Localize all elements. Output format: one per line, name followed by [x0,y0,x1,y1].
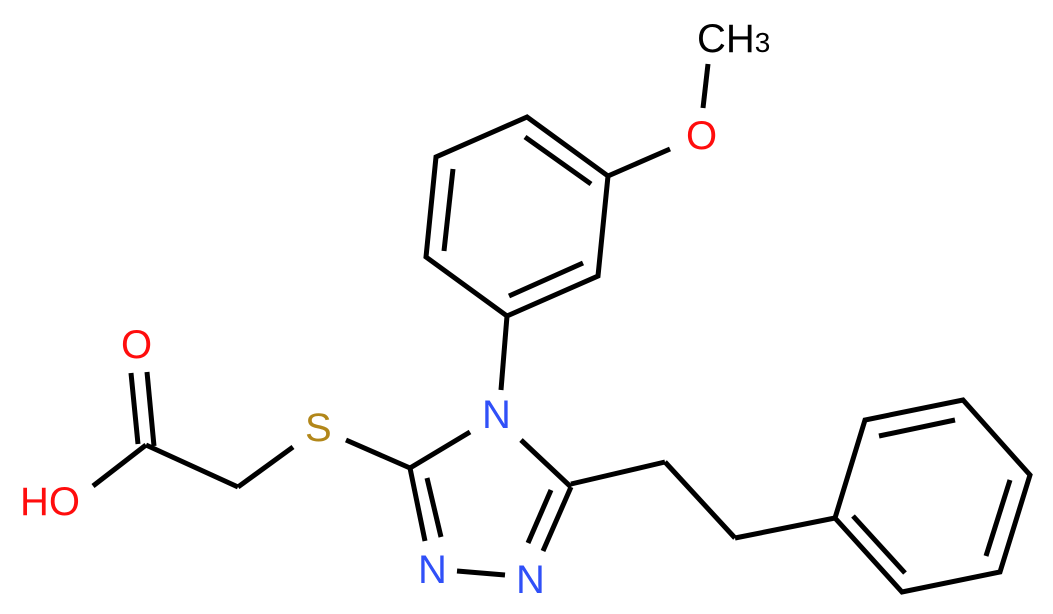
bond-c5-ch2 [570,459,666,487]
bond-n2-n1 [456,568,506,578]
bond-n4-c3 [408,429,472,471]
ring-methoxyphenyl [423,114,611,319]
atom-n1: N [516,558,545,602]
bond-ch2-phenyl [734,515,836,541]
atom-methyl: CH3 [697,17,770,61]
bonds [91,63,1033,595]
ring1-double-c [507,260,585,299]
bond-c5-n4 [519,438,573,489]
atom-hydroxyl: HO [20,480,80,524]
ring1-double-a [523,134,593,187]
bond-ring-n4 [498,315,510,391]
bond-c3-n2-double [424,477,444,538]
atom-ether-oxygen: O [686,114,717,158]
bond-n1-c5 [540,485,574,553]
atom-n4: N [482,393,511,437]
bond-s-ch2 [236,444,295,490]
bond-c-o-double-a [144,371,157,447]
ring2-double-c [851,514,907,575]
atom-carbonyl-oxygen: O [121,323,152,367]
bond-o-ring [607,146,671,179]
bond-s-c3 [344,437,412,471]
ring-phenyl [832,397,1033,595]
atom-sulfur: S [305,406,332,450]
bond-c3-n2 [407,467,428,542]
ring1-double-b [441,168,456,252]
atom-n2: N [418,548,447,592]
bond-c-oh [91,443,148,488]
ring2-double-a [878,417,956,439]
bond-ch2-ch2 [663,460,737,540]
atom-labels: CH3 O O HO S N N N [20,17,770,602]
bond-ch2-cooh [144,442,240,490]
bond-n1-c5-double [525,489,554,544]
bond-c-o-double-b [128,372,141,445]
ring2-double-b [983,479,1013,557]
bond-ch3-o [700,63,711,109]
